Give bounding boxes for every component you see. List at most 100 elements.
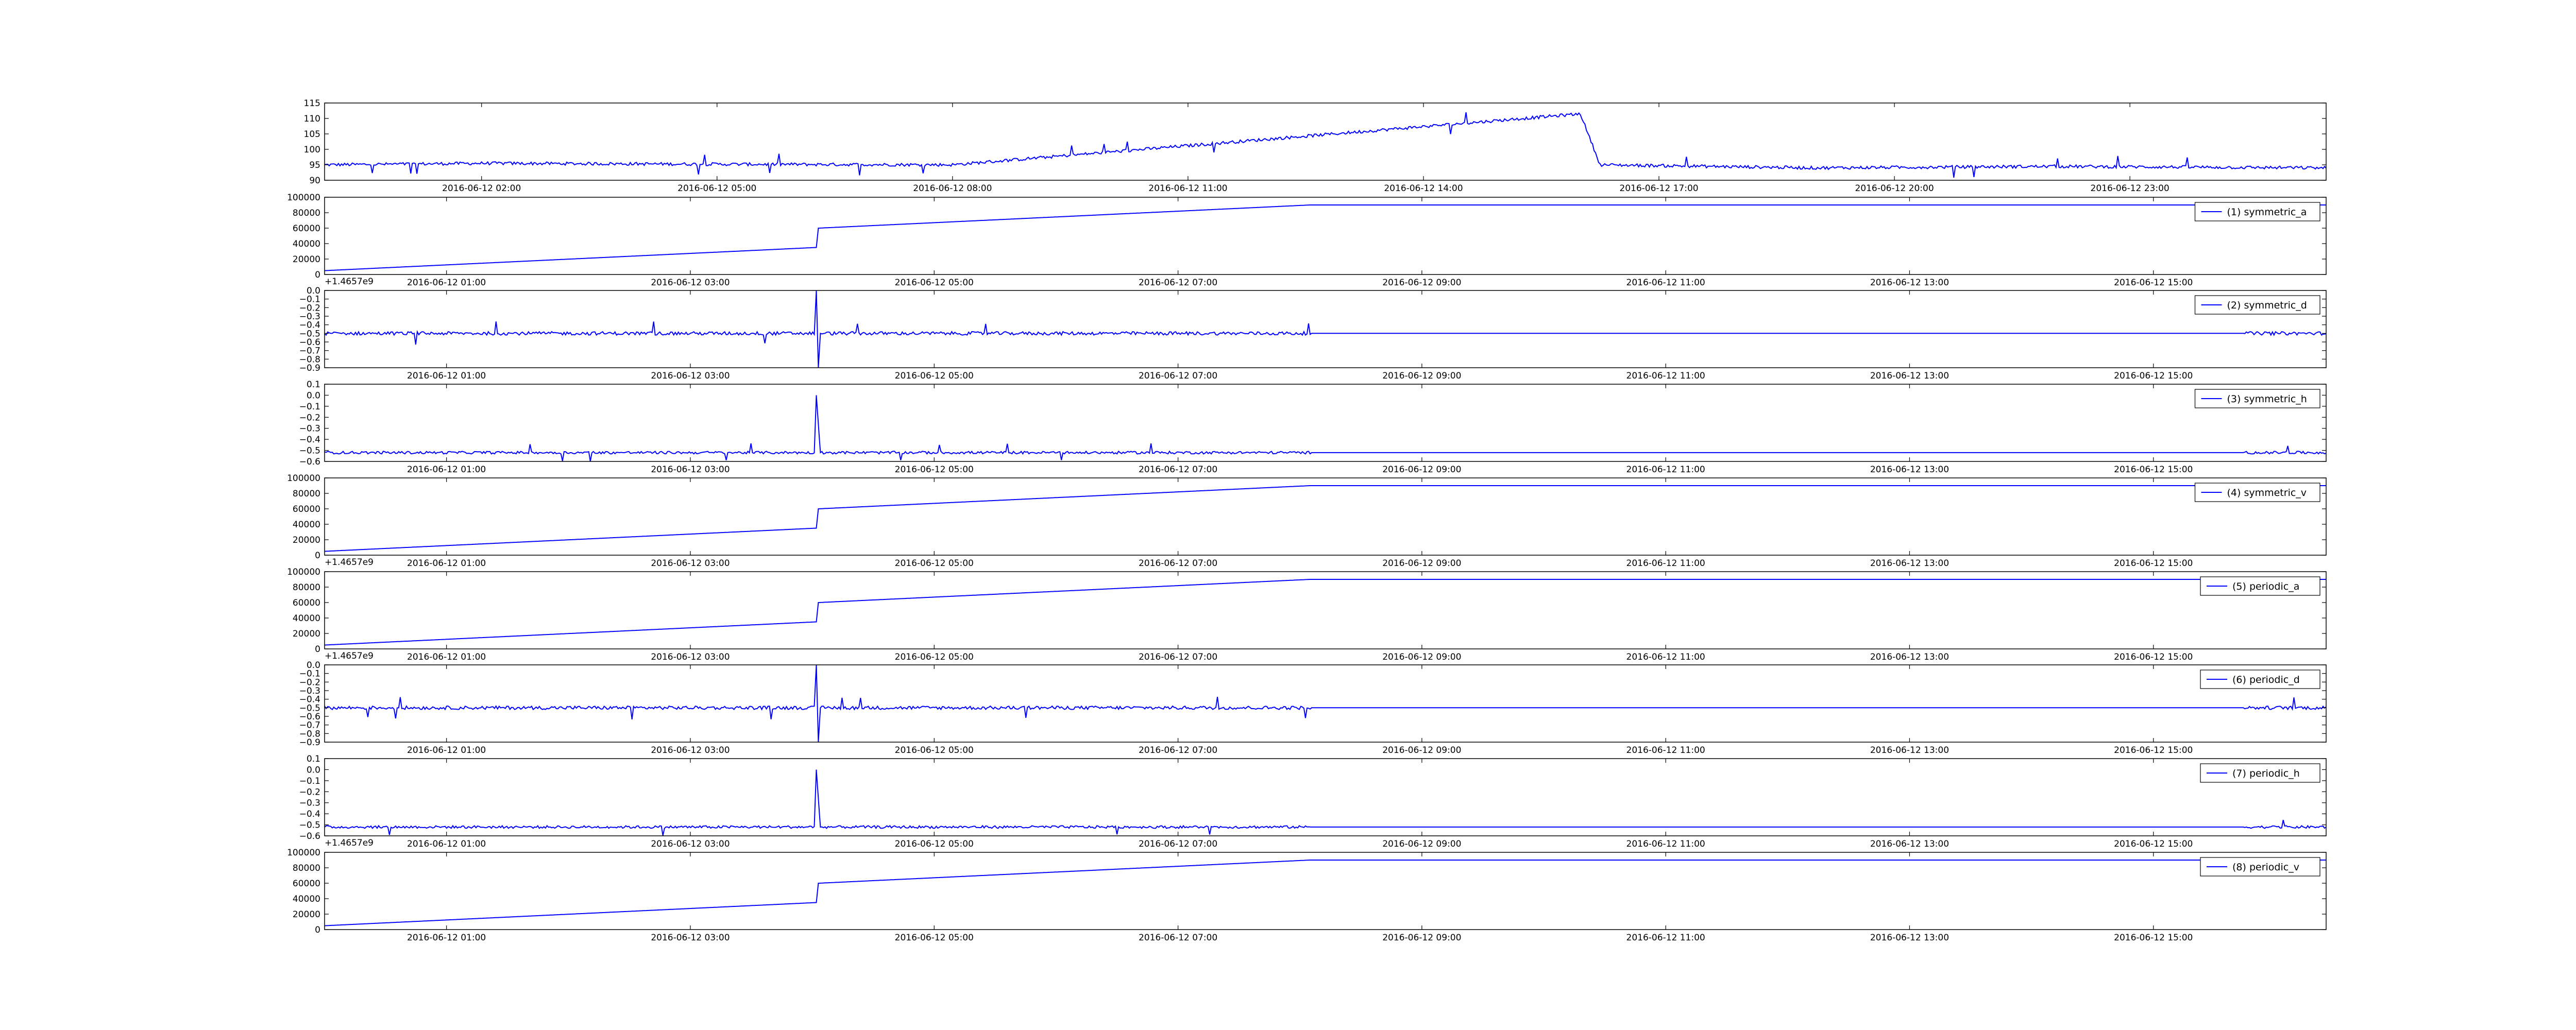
x-tick-label: 2016-06-12 15:00: [2114, 278, 2193, 288]
y-tick-label: 40000: [293, 613, 320, 624]
axes-frame: [324, 852, 2327, 930]
x-tick-label: 2016-06-12 02:00: [442, 183, 521, 194]
y-tick-label: 60000: [293, 504, 320, 514]
x-tick-label: 2016-06-12 11:00: [1626, 933, 1705, 943]
legend: (3) symmetric_h: [2194, 389, 2320, 408]
series-line-9: [325, 860, 2326, 926]
x-tick-label: 2016-06-12 14:00: [1384, 183, 1463, 194]
legend-label: (8) periodic_v: [2232, 862, 2299, 873]
y-tick-label: 90: [309, 176, 320, 186]
y-tick-label: 80000: [293, 582, 320, 593]
subplot-3: −0.9−0.8−0.7−0.6−0.5−0.4−0.3−0.2−0.10.02…: [299, 286, 2327, 381]
x-tick-label: 2016-06-12 05:00: [895, 652, 974, 662]
legend-label: (2) symmetric_d: [2227, 300, 2307, 311]
legend: (2) symmetric_d: [2194, 295, 2320, 315]
x-tick-label: 2016-06-12 03:00: [651, 933, 730, 943]
y-tick-label: −0.2: [299, 787, 320, 797]
y-tick-label: 60000: [293, 598, 320, 608]
axes-frame: [324, 290, 2327, 368]
y-tick-label: 20000: [293, 629, 320, 639]
y-tick-label: −0.6: [299, 712, 320, 722]
axes-frame: [324, 664, 2327, 743]
x-tick-label: 2016-06-12 11:00: [1626, 371, 1705, 381]
y-tick-label: 100: [304, 145, 320, 155]
x-tick-label: 2016-06-12 13:00: [1870, 278, 1949, 288]
x-tick-label: 2016-06-12 13:00: [1870, 558, 1949, 569]
x-tick-label: 2016-06-12 03:00: [651, 652, 730, 662]
series-line-4: [325, 395, 2326, 461]
y-tick-label: 60000: [293, 224, 320, 234]
x-tick-label: 2016-06-12 05:00: [895, 558, 974, 569]
x-tick-label: 2016-06-12 01:00: [407, 558, 486, 569]
legend: (4) symmetric_v: [2194, 483, 2320, 502]
x-tick-label: 2016-06-12 05:00: [895, 745, 974, 756]
x-tick-label: 2016-06-12 01:00: [407, 933, 486, 943]
y-tick-label: 100000: [287, 473, 320, 484]
x-tick-label: 2016-06-12 09:00: [1382, 371, 1461, 381]
x-tick-label: 2016-06-12 15:00: [2114, 465, 2193, 475]
legend-label: (1) symmetric_a: [2227, 207, 2307, 218]
y-tick-label: 100000: [287, 848, 320, 858]
y-tick-label: 115: [304, 98, 320, 109]
x-tick-label: 2016-06-12 13:00: [1870, 652, 1949, 662]
y-tick-label: 0.0: [307, 286, 320, 296]
x-tick-label: 2016-06-12 15:00: [2114, 933, 2193, 943]
subplot-4: −0.6−0.5−0.4−0.3−0.2−0.10.00.12016-06-12…: [299, 380, 2327, 475]
x-tick-label: 2016-06-12 15:00: [2114, 652, 2193, 662]
x-tick-label: 2016-06-12 23:00: [2091, 183, 2170, 194]
x-tick-label: 2016-06-12 15:00: [2114, 371, 2193, 381]
y-tick-label: 100000: [287, 567, 320, 577]
legend-label: (3) symmetric_h: [2227, 393, 2307, 405]
y-tick-label: 40000: [293, 894, 320, 904]
legend-label: (7) periodic_h: [2232, 768, 2300, 779]
x-tick-label: 2016-06-12 05:00: [895, 839, 974, 849]
x-tick-label: 2016-06-12 13:00: [1870, 371, 1949, 381]
series-line-6: [325, 579, 2326, 646]
series-line-7: [325, 665, 2326, 742]
y-tick-label: −0.7: [299, 346, 320, 356]
y-tick-label: 0.1: [307, 754, 320, 764]
x-tick-label: 2016-06-12 13:00: [1870, 933, 1949, 943]
legend: (6) periodic_d: [2200, 670, 2320, 689]
legend-label: (4) symmetric_v: [2227, 487, 2307, 499]
y-tick-label: 0.0: [307, 765, 320, 775]
y-tick-label: −0.8: [299, 354, 320, 365]
x-tick-label: 2016-06-12 09:00: [1382, 558, 1461, 569]
x-tick-label: 2016-06-12 07:00: [1139, 371, 1217, 381]
x-tick-label: 2016-06-12 01:00: [407, 465, 486, 475]
y-tick-label: 20000: [293, 254, 320, 265]
x-tick-label: 2016-06-12 13:00: [1870, 839, 1949, 849]
x-tick-label: 2016-06-12 03:00: [651, 465, 730, 475]
x-tick-label: 2016-06-12 01:00: [407, 652, 486, 662]
y-tick-label: −0.2: [299, 303, 320, 313]
x-tick-label: 2016-06-12 11:00: [1626, 278, 1705, 288]
y-tick-label: −0.4: [299, 320, 320, 331]
y-tick-label: −0.5: [299, 703, 320, 713]
series-line-3: [325, 290, 2326, 368]
y-tick-label: −0.1: [299, 669, 320, 679]
y-tick-label: 110: [304, 114, 320, 124]
x-tick-label: 2016-06-12 15:00: [2114, 558, 2193, 569]
y-tick-label: −0.3: [299, 424, 320, 434]
x-tick-label: 2016-06-12 09:00: [1382, 933, 1461, 943]
y-tick-label: 20000: [293, 909, 320, 920]
y-tick-label: −0.6: [299, 831, 320, 842]
series-line-2: [325, 204, 2326, 271]
y-tick-label: −0.3: [299, 312, 320, 322]
y-tick-label: 40000: [293, 520, 320, 530]
legend: (8) periodic_v: [2200, 857, 2320, 877]
y-tick-label: −0.7: [299, 720, 320, 731]
x-tick-label: 2016-06-12 15:00: [2114, 745, 2193, 756]
x-tick-label: 2016-06-12 11:00: [1626, 558, 1705, 569]
offset-text: +1.4657e9: [325, 651, 374, 661]
x-tick-label: 2016-06-12 07:00: [1139, 933, 1217, 943]
subplot-7: −0.9−0.8−0.7−0.6−0.5−0.4−0.3−0.2−0.10.02…: [299, 660, 2327, 756]
legend-label: (6) periodic_d: [2232, 674, 2300, 685]
x-tick-label: 2016-06-12 03:00: [651, 371, 730, 381]
y-tick-label: −0.5: [299, 329, 320, 339]
